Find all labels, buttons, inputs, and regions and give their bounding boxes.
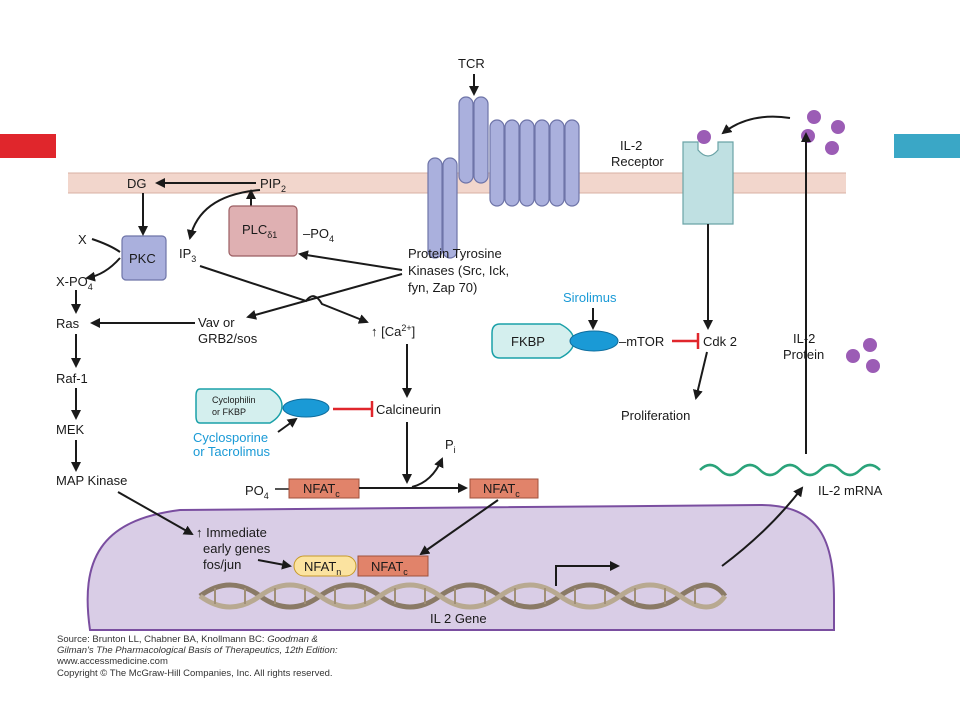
vav-label-2: GRB2/sos [198, 331, 258, 346]
calcineurin-label: Calcineurin [376, 402, 441, 417]
source-citation: Source: Brunton LL, Chabner BA, Knollman… [56, 634, 338, 679]
mtor-label: –mTOR [619, 334, 664, 349]
il2-protein-label-2: Protein [783, 347, 824, 362]
tcr-receptor [427, 96, 580, 259]
cyclosporine-label-1: Cyclosporine [193, 430, 268, 445]
il2-dot [831, 120, 845, 134]
plc-po4-label: –PO4 [303, 226, 334, 244]
po4-label: PO4 [245, 483, 269, 501]
il2-receptor-label-2: Receptor [611, 154, 664, 169]
ptk-label-3: fyn, Zap 70) [408, 280, 477, 295]
il2-dot [863, 338, 877, 352]
pkc-label: PKC [129, 251, 156, 266]
svg-text:Source: Brunton LL, Chabner BA: Source: Brunton LL, Chabner BA, Knollman… [57, 634, 318, 645]
mapk-label: MAP Kinase [56, 473, 127, 488]
early-genes-label-1: ↑ Immediate [196, 525, 267, 540]
il2-mrna-label: IL-2 mRNA [818, 483, 883, 498]
plc-box [228, 205, 298, 257]
il2-dot [801, 129, 815, 143]
sirolimus-label: Sirolimus [563, 290, 617, 305]
nfat-dephosphorylated [469, 478, 539, 499]
plc-label: PLCδ1 [242, 222, 277, 240]
dg-label: DG [127, 176, 147, 191]
early-genes-label-2: early genes [203, 541, 271, 556]
ip3-label: IP3 [179, 246, 196, 264]
ptk-label-2: Kinases (Src, Ick, [408, 263, 509, 278]
cyclophilin-shape [195, 388, 283, 424]
tcr-label: TCR [458, 56, 485, 71]
pip2-label: PIP2 [260, 176, 286, 194]
il2-mrna [699, 463, 881, 477]
cdk2-label: Cdk 2 [703, 334, 737, 349]
ptk-label-1: Protein Tyrosine [408, 246, 502, 261]
svg-text:Gilman's The Pharmacological B: Gilman's The Pharmacological Basis of Th… [57, 645, 338, 656]
cyclophilin-label-1: Cyclophilin [212, 395, 256, 405]
nfatc-box [357, 555, 429, 577]
svg-text:Copyright © The McGraw-Hill Co: Copyright © The McGraw-Hill Companies, I… [57, 668, 333, 679]
accent-bar-left [0, 134, 56, 158]
pkc-box [121, 235, 167, 281]
il2-dot [866, 359, 880, 373]
cyclosporine-label-2: or Tacrolimus [193, 444, 271, 459]
cyclophilin-label-2: or FKBP [212, 407, 246, 417]
nfatc-label: NFATc [371, 559, 408, 577]
nfat-label-1: NFATc [303, 481, 340, 499]
proliferation-label: Proliferation [621, 408, 690, 423]
il2-receptor-label: IL-2 [620, 138, 642, 153]
svg-text:www.accessmedicine.com: www.accessmedicine.com [56, 656, 168, 667]
nfatn-box [293, 555, 357, 577]
il2-dot [697, 130, 711, 144]
sirolimus-drug [569, 330, 619, 352]
ca-label: ↑ [Ca2+] [371, 323, 415, 339]
x-label: X [78, 232, 87, 247]
raf-label: Raf-1 [56, 371, 88, 386]
pi-label: Pi [445, 437, 456, 455]
early-genes-label-3: fos/jun [203, 557, 241, 572]
il2-dot [825, 141, 839, 155]
ras-label: Ras [56, 316, 80, 331]
vav-label-1: Vav or [198, 315, 235, 330]
dna-helix [198, 582, 728, 610]
nfatn-label: NFATn [304, 559, 341, 577]
il2-protein-label-1: IL-2 [793, 331, 815, 346]
il2-gene-label: IL 2 Gene [430, 611, 487, 626]
il2-dot [846, 349, 860, 363]
nfat-label-2: NFATc [483, 481, 520, 499]
il2-dot [807, 110, 821, 124]
fkbp-label: FKBP [511, 334, 545, 349]
x-po4-label: X-PO4 [56, 274, 93, 292]
il2-receptor [682, 141, 734, 225]
accent-bar-right [894, 134, 960, 158]
mek-label: MEK [56, 422, 85, 437]
cyclosporine-drug [282, 398, 330, 418]
